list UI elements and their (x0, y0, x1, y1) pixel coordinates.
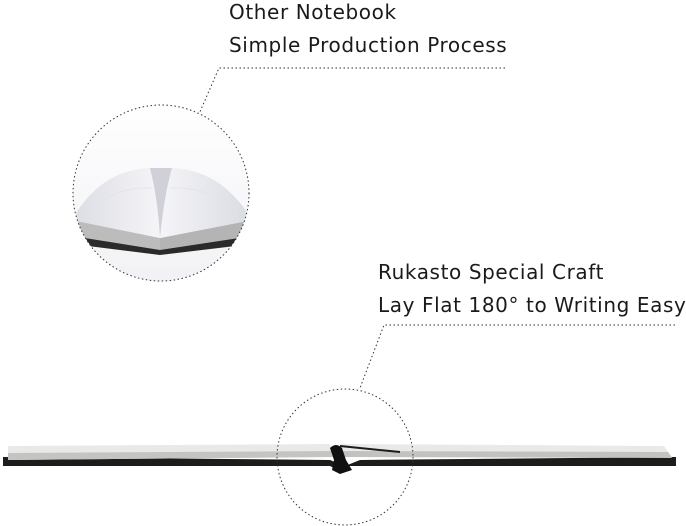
rukasto-zoom-circle (276, 388, 414, 526)
rukasto-title: Rukasto Special Craft (378, 260, 605, 284)
rukasto-leader-line (359, 324, 675, 389)
other-notebook-subtitle: Simple Production Process (229, 33, 508, 57)
rukasto-subtitle: Lay Flat 180° to Writing Easy (378, 293, 686, 317)
other-notebook-title: Other Notebook (229, 0, 397, 24)
flat-notebook (3, 444, 676, 474)
other-notebook-zoom-circle (72, 104, 250, 282)
other-leader-line (198, 67, 505, 115)
